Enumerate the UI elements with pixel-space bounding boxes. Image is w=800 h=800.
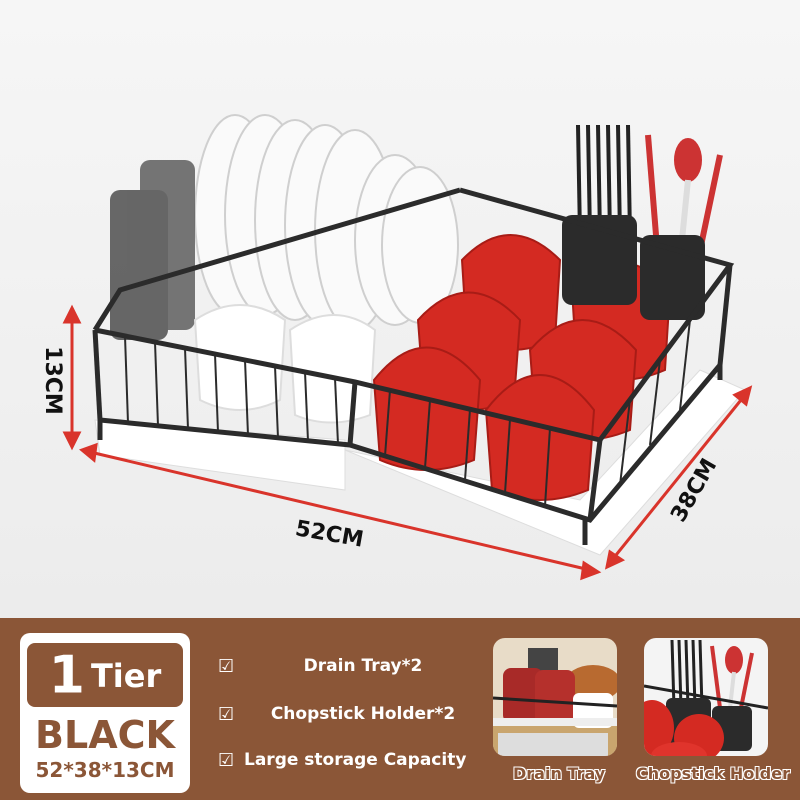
drain-tray-image [493, 638, 617, 756]
tier-number: 1 [48, 645, 85, 706]
plates [194, 114, 459, 331]
feature-label: Chopstick Holder*2 [270, 704, 456, 724]
chopstick-holder-thumbnail [644, 638, 768, 756]
checkbox-icon: ☑ [218, 656, 235, 677]
dimension-arrows [62, 304, 753, 581]
drain-tray-caption: Drain Tray [513, 764, 606, 783]
height-dimension-label: 13CM [39, 346, 65, 415]
chopstick-holder-caption: Chopstick Holder [636, 764, 790, 783]
color-label: BLACK [35, 713, 175, 757]
tier-text: Tier [90, 656, 162, 695]
checkbox-icon: ☑ [218, 704, 235, 725]
glasses [110, 160, 195, 340]
product-photo: 13CM 52CM 38CM [0, 0, 800, 618]
rack-frame [92, 187, 735, 545]
checkbox-icon: ☑ [218, 750, 235, 771]
feature-label: Drain Tray*2 [303, 656, 423, 676]
chopstick-holder [562, 124, 723, 320]
drain-tray-thumbnail [493, 638, 617, 756]
white-bowls [193, 304, 377, 424]
rack-wires [124, 319, 691, 507]
size-label: 52*38*13CM [35, 758, 175, 782]
feature-label: Large storage Capacity [244, 750, 467, 770]
dish-rack-illustration [62, 114, 753, 581]
chopstick-holder-image [644, 638, 768, 756]
